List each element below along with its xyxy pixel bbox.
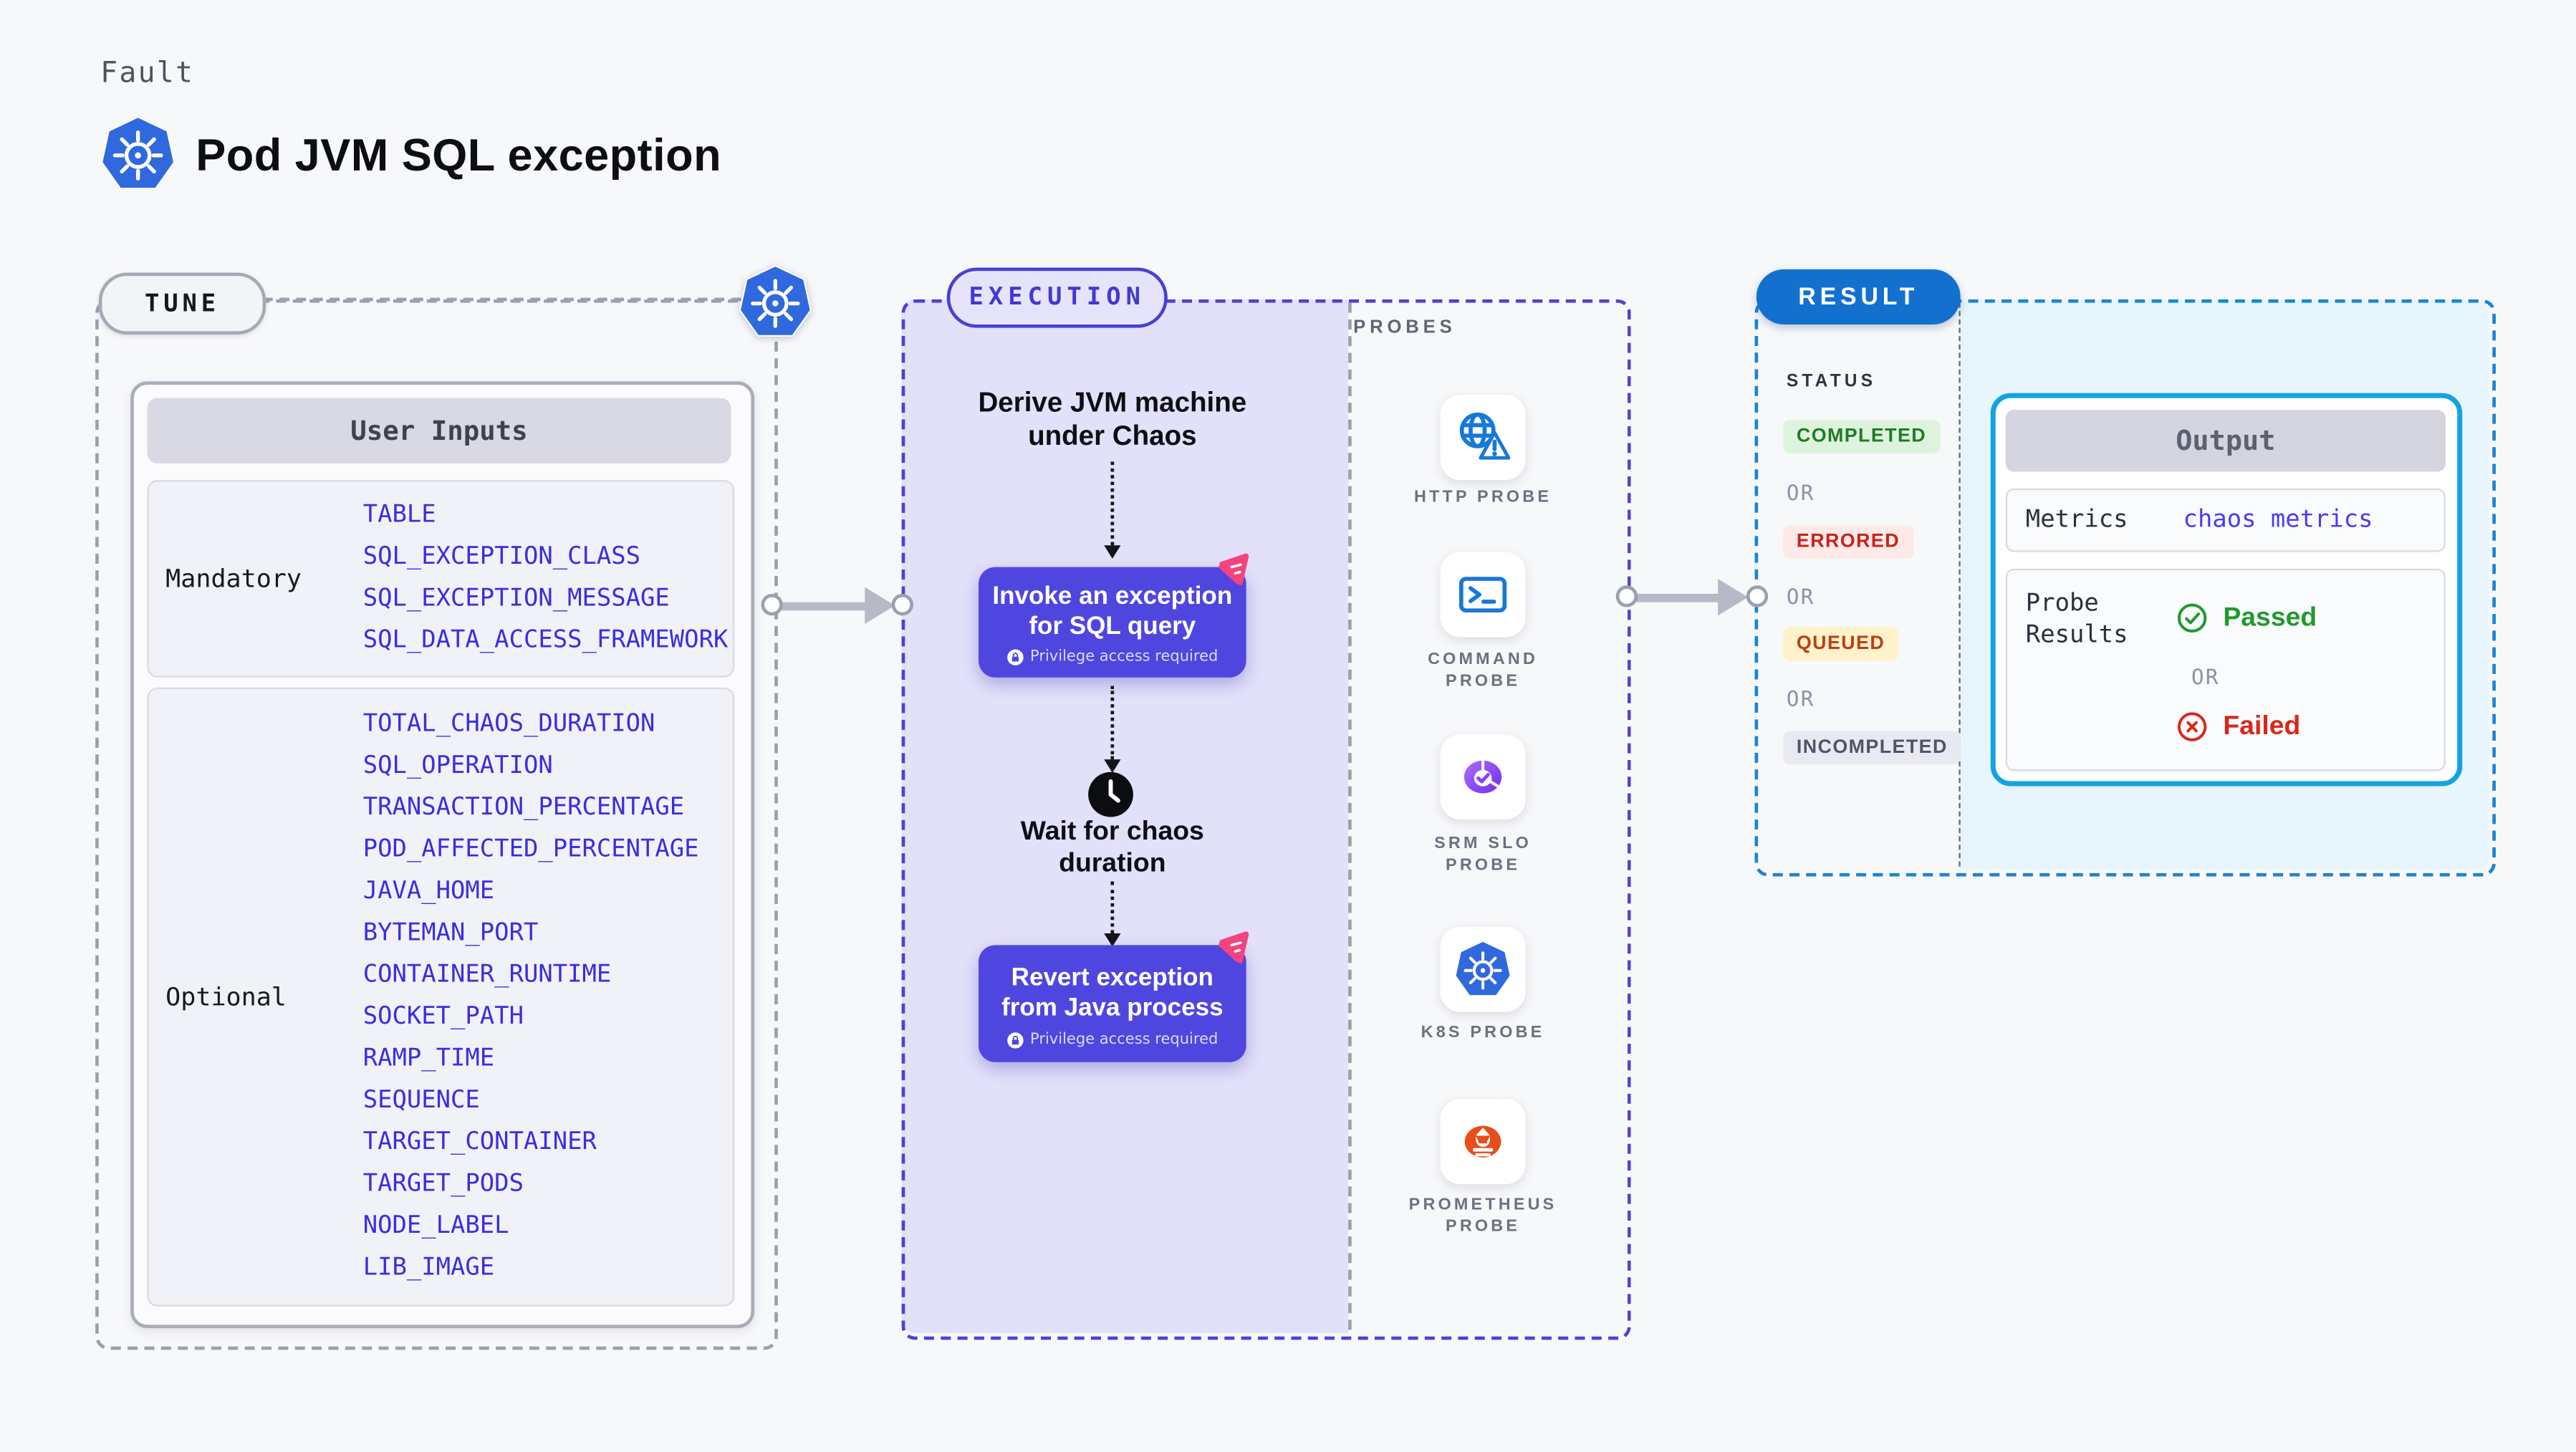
probe-card-http bbox=[1440, 395, 1526, 481]
input-item: BYTEMAN_PORT bbox=[362, 920, 539, 947]
kubernetes-icon bbox=[99, 115, 178, 192]
input-item: TARGET_PODS bbox=[362, 1170, 524, 1198]
invoke-exception-title: Invoke an exception for SQL query bbox=[992, 582, 1233, 641]
probe-results-label: Probe Results bbox=[2025, 590, 2128, 650]
failed-text: Failed bbox=[2223, 711, 2301, 741]
input-item: SQL_DATA_ACCESS_FRAMEWORK bbox=[362, 627, 729, 655]
optional-items: TOTAL_CHAOS_DURATION SQL_OPERATION TRANS… bbox=[363, 711, 699, 1283]
wait-chaos-step: Wait for chaos duration bbox=[1020, 817, 1204, 878]
passed-text: Passed bbox=[2223, 602, 2317, 632]
check-circle-icon bbox=[2177, 603, 2207, 633]
status-heading: STATUS bbox=[1786, 371, 1877, 392]
optional-inputs-row: Optional TOTAL_CHAOS_DURATION SQL_OPERAT… bbox=[147, 687, 735, 1307]
command-probe-icon bbox=[1458, 577, 1507, 613]
execution-section-pill: EXECUTION bbox=[946, 267, 1168, 328]
execution-flow-background bbox=[901, 299, 1349, 1334]
input-item: RAMP_TIME bbox=[362, 1045, 495, 1072]
status-badge-errored: ERRORED bbox=[1783, 525, 1913, 559]
privilege-note-text: Privilege access required bbox=[1030, 649, 1219, 666]
connector-node bbox=[761, 593, 783, 616]
probe-label: SRM SLO PROBE bbox=[1434, 835, 1532, 875]
flow-arrowhead-icon bbox=[1104, 933, 1121, 947]
probe-card-prometheus bbox=[1440, 1099, 1526, 1185]
metrics-row: Metrics chaos metrics bbox=[2005, 488, 2446, 552]
input-item: NODE_LABEL bbox=[362, 1212, 509, 1240]
x-circle-icon bbox=[2177, 712, 2207, 741]
probe-results-row: Probe Results Passed OR Failed bbox=[2005, 568, 2446, 771]
lock-icon bbox=[1006, 649, 1023, 665]
page-title: Pod JVM SQL exception bbox=[196, 130, 722, 181]
probe-label: PROMETHEUS PROBE bbox=[1408, 1196, 1557, 1236]
privilege-note: Privilege access required bbox=[979, 1032, 1246, 1049]
prometheus-probe-icon bbox=[1464, 1125, 1501, 1158]
flow-dotted-line bbox=[1110, 881, 1115, 933]
execution-to-result-arrow bbox=[1634, 577, 1749, 615]
input-item: SEQUENCE bbox=[362, 1087, 480, 1115]
input-item: TRANSACTION_PERCENTAGE bbox=[362, 794, 685, 822]
connector-node bbox=[1615, 585, 1638, 607]
probe-label: COMMAND PROBE bbox=[1428, 650, 1539, 691]
input-item: TABLE bbox=[362, 501, 436, 529]
result-section-pill: RESULT bbox=[1756, 269, 1961, 325]
status-badge-incompleted: INCOMPLETED bbox=[1783, 731, 1961, 765]
probe-card-srm-slo bbox=[1440, 734, 1526, 820]
flow-arrowhead-icon bbox=[1104, 759, 1121, 773]
fault-kicker: Fault bbox=[100, 57, 195, 91]
input-item: TOTAL_CHAOS_DURATION bbox=[362, 711, 655, 738]
flow-dotted-line bbox=[1110, 461, 1115, 546]
mandatory-items: TABLE SQL_EXCEPTION_CLASS SQL_EXCEPTION_… bbox=[363, 502, 729, 656]
output-header: Output bbox=[2005, 410, 2446, 472]
connector-node bbox=[1746, 585, 1769, 607]
input-item: POD_AFFECTED_PERCENTAGE bbox=[362, 836, 699, 863]
metrics-label: Metrics bbox=[2025, 506, 2128, 534]
metrics-value: chaos metrics bbox=[2183, 506, 2373, 534]
result-status-divider bbox=[1959, 302, 1961, 867]
input-item: SOCKET_PATH bbox=[362, 1004, 524, 1031]
probe-label: HTTP PROBE bbox=[1413, 488, 1552, 507]
user-inputs-header: User Inputs bbox=[147, 398, 731, 463]
optional-label: Optional bbox=[165, 981, 287, 1012]
privilege-note: Privilege access required bbox=[979, 649, 1246, 666]
srm-slo-probe-icon bbox=[1464, 759, 1502, 794]
or-label: OR bbox=[2191, 664, 2220, 690]
mandatory-inputs-row: Mandatory TABLE SQL_EXCEPTION_CLASS SQL_… bbox=[147, 480, 735, 678]
execution-probes-divider bbox=[1348, 302, 1352, 1330]
status-badge-queued: QUEUED bbox=[1783, 627, 1898, 661]
input-item: TARGET_CONTAINER bbox=[362, 1129, 597, 1156]
input-item: JAVA_HOME bbox=[362, 878, 495, 905]
input-item: SQL_EXCEPTION_MESSAGE bbox=[362, 585, 670, 612]
input-item: LIB_IMAGE bbox=[362, 1254, 495, 1282]
execution-panel bbox=[901, 299, 1631, 1340]
input-item: SQL_OPERATION bbox=[362, 752, 553, 780]
connector-node bbox=[891, 593, 913, 616]
tune-to-execution-arrow bbox=[779, 586, 895, 623]
revert-exception-title: Revert exception from Java process bbox=[1001, 963, 1224, 1022]
probe-card-k8s bbox=[1440, 926, 1526, 1012]
k8s-probe-icon bbox=[1453, 940, 1512, 999]
privilege-note-text: Privilege access required bbox=[1030, 1032, 1219, 1049]
probes-heading: PROBES bbox=[1353, 317, 1456, 338]
tune-dashed-connector bbox=[262, 297, 741, 302]
or-label: OR bbox=[1786, 583, 1815, 609]
or-label: OR bbox=[1786, 686, 1815, 711]
status-badge-completed: COMPLETED bbox=[1783, 420, 1940, 453]
kubernetes-icon bbox=[738, 264, 813, 340]
probe-card-command bbox=[1440, 552, 1526, 638]
probe-result-failed: Failed bbox=[2176, 711, 2300, 742]
probe-label: K8S PROBE bbox=[1421, 1024, 1545, 1042]
probe-result-passed: Passed bbox=[2176, 602, 2317, 634]
revert-exception-step: Revert exception from Java process Privi… bbox=[979, 945, 1246, 1062]
mandatory-label: Mandatory bbox=[165, 563, 302, 594]
flow-arrowhead-icon bbox=[1104, 545, 1121, 559]
derive-jvm-step: Derive JVM machine under Chaos bbox=[978, 388, 1247, 452]
or-label: OR bbox=[1786, 480, 1815, 506]
flow-dotted-line bbox=[1110, 686, 1115, 760]
tune-section-pill: TUNE bbox=[98, 272, 266, 335]
clock-icon bbox=[1088, 771, 1133, 817]
invoke-exception-step: Invoke an exception for SQL query Privil… bbox=[979, 567, 1246, 678]
lock-icon bbox=[1006, 1032, 1023, 1049]
input-item: SQL_EXCEPTION_CLASS bbox=[362, 543, 641, 571]
http-probe-icon bbox=[1459, 412, 1511, 460]
input-item: CONTAINER_RUNTIME bbox=[362, 961, 612, 989]
